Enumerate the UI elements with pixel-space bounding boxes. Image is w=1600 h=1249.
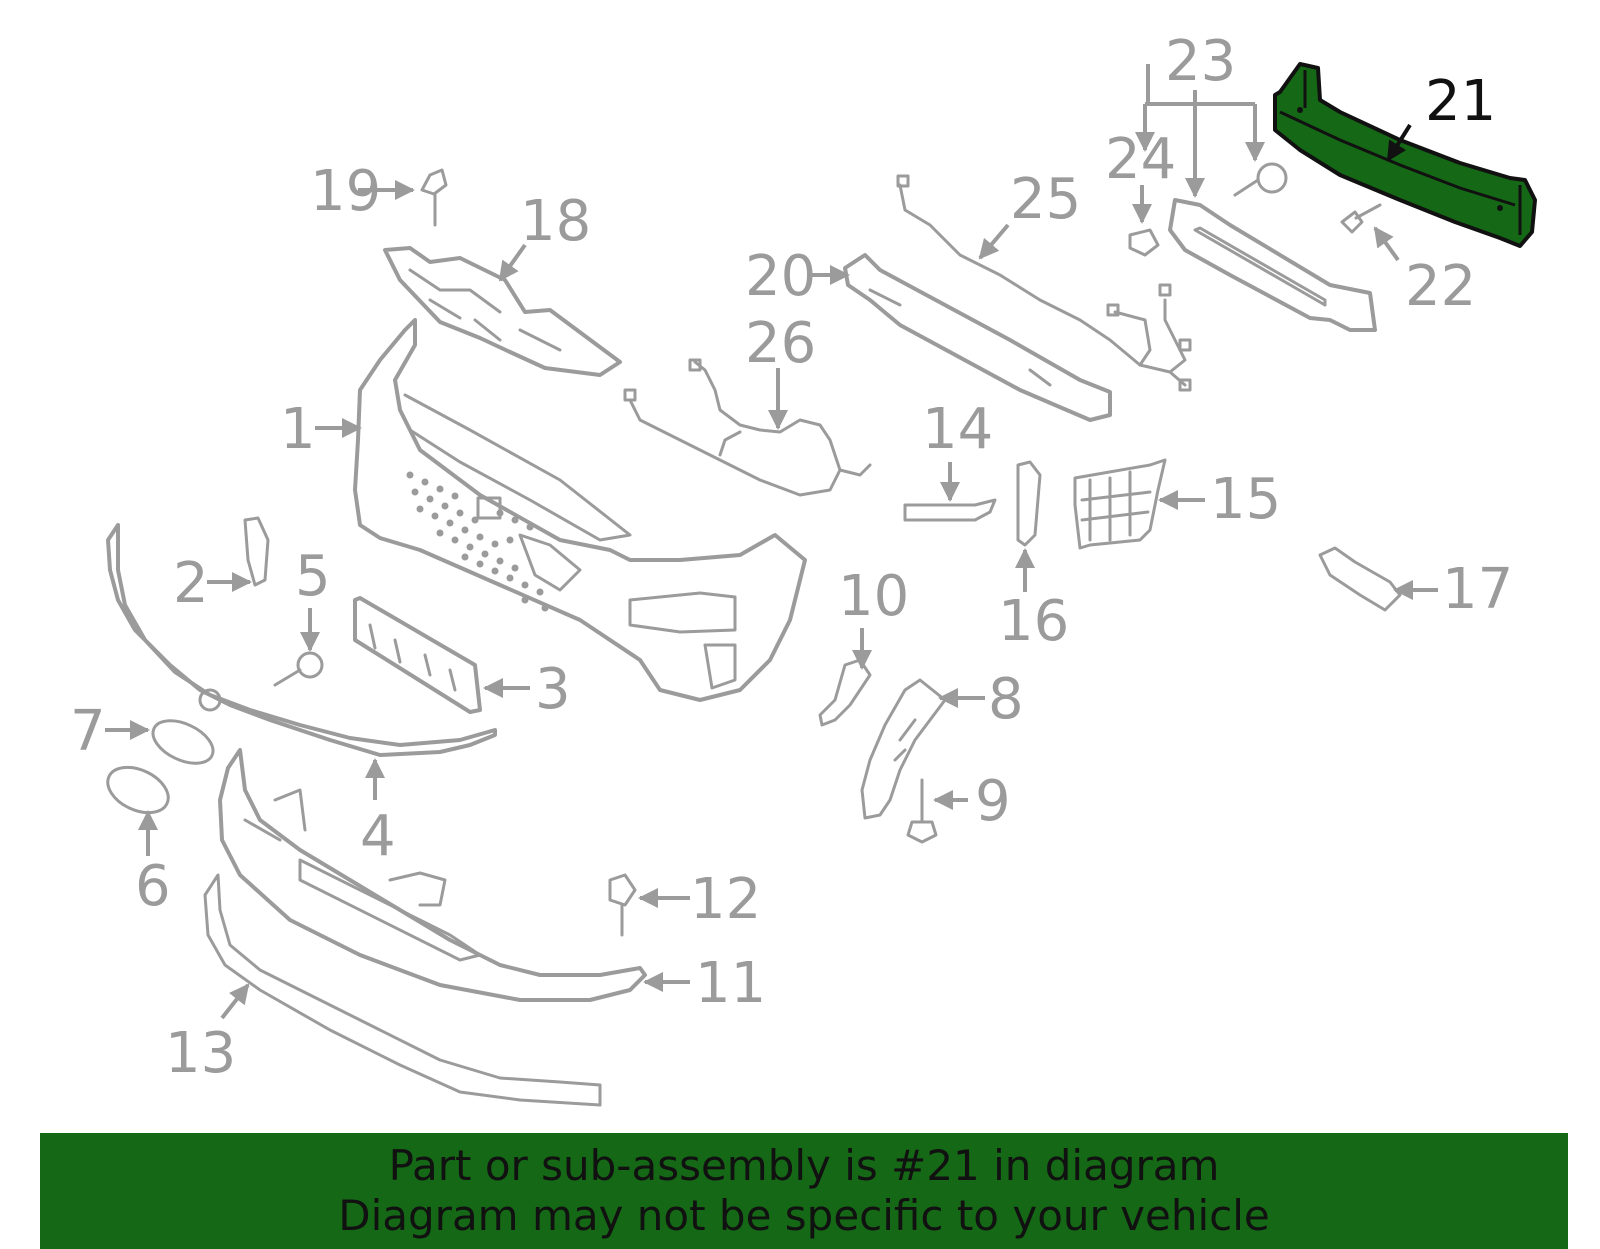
callout-20[interactable]: 20 (745, 244, 816, 309)
part-14-trim (903, 498, 997, 522)
part-3-license-bracket (353, 596, 482, 714)
callout-19[interactable]: 19 (310, 159, 381, 224)
callout-25[interactable]: 25 (1010, 167, 1081, 232)
banner-line-2: Diagram may not be specific to your vehi… (338, 1191, 1270, 1240)
callout-2[interactable]: 2 (173, 551, 209, 616)
banner-line-1: Part or sub-assembly is #21 in diagram (388, 1141, 1220, 1190)
part-18-shield (383, 246, 622, 377)
part-23-bolt (1233, 162, 1288, 197)
callout-13[interactable]: 13 (165, 1021, 236, 1086)
part-13-lower-trim (203, 873, 602, 1107)
callout-3[interactable]: 3 (535, 657, 571, 722)
callout-labels: 19 18 1 26 20 25 23 24 21 22 14 15 16 17… (70, 29, 1513, 1086)
part-20-absorber (843, 253, 1112, 422)
callout-6[interactable]: 6 (135, 854, 171, 919)
callout-26[interactable]: 26 (745, 311, 816, 376)
part-5-screw (273, 651, 324, 687)
callout-11[interactable]: 11 (695, 951, 766, 1016)
part-6-emblem (106, 765, 170, 815)
callout-10[interactable]: 10 (838, 564, 909, 629)
callout-8[interactable]: 8 (988, 667, 1024, 732)
bumper-parts-diagram: 19 18 1 26 20 25 23 24 21 22 14 15 16 17… (70, 29, 1537, 1107)
callout-22[interactable]: 22 (1405, 254, 1476, 319)
callout-17[interactable]: 17 (1442, 557, 1513, 622)
callout-7[interactable]: 7 (70, 699, 106, 764)
callout-21[interactable]: 21 (1425, 69, 1496, 134)
callout-9[interactable]: 9 (975, 769, 1011, 834)
part-11-lower-cover (218, 748, 647, 1002)
grille-dot-pattern (406, 471, 549, 612)
part-8-side-bracket (860, 678, 947, 820)
part-1-bumper-cover (353, 318, 807, 702)
part-15-bracket (1073, 458, 1167, 550)
callout-5[interactable]: 5 (295, 544, 331, 609)
part-10-bracket (818, 658, 872, 727)
part-22-bolt (1340, 203, 1382, 234)
part-24-clip (1128, 228, 1160, 257)
callout-18[interactable]: 18 (520, 189, 591, 254)
part-4-trim-strip (106, 523, 497, 757)
part-16-bracket (1016, 460, 1042, 547)
part-17-bracket (1318, 546, 1402, 612)
callout-4[interactable]: 4 (360, 804, 396, 869)
callout-14[interactable]: 14 (922, 397, 993, 462)
part-12-bolt (608, 873, 637, 937)
callout-23[interactable]: 23 (1165, 29, 1236, 94)
callout-15[interactable]: 15 (1210, 467, 1281, 532)
leader-lines (105, 64, 1438, 1020)
part-2-cover (243, 516, 270, 587)
part-9-bolt (906, 778, 938, 844)
callout-12[interactable]: 12 (690, 867, 761, 932)
callout-1[interactable]: 1 (280, 397, 316, 462)
callout-24[interactable]: 24 (1105, 127, 1176, 192)
part-info-banner: Part or sub-assembly is #21 in diagram D… (40, 1133, 1568, 1249)
part-7-emblem (151, 719, 215, 765)
callout-16[interactable]: 16 (998, 589, 1069, 654)
part-26-harness (623, 358, 872, 497)
part-25-harness (896, 174, 1192, 392)
part-23-bracket (1168, 198, 1377, 332)
part-19-bolt (420, 168, 448, 227)
